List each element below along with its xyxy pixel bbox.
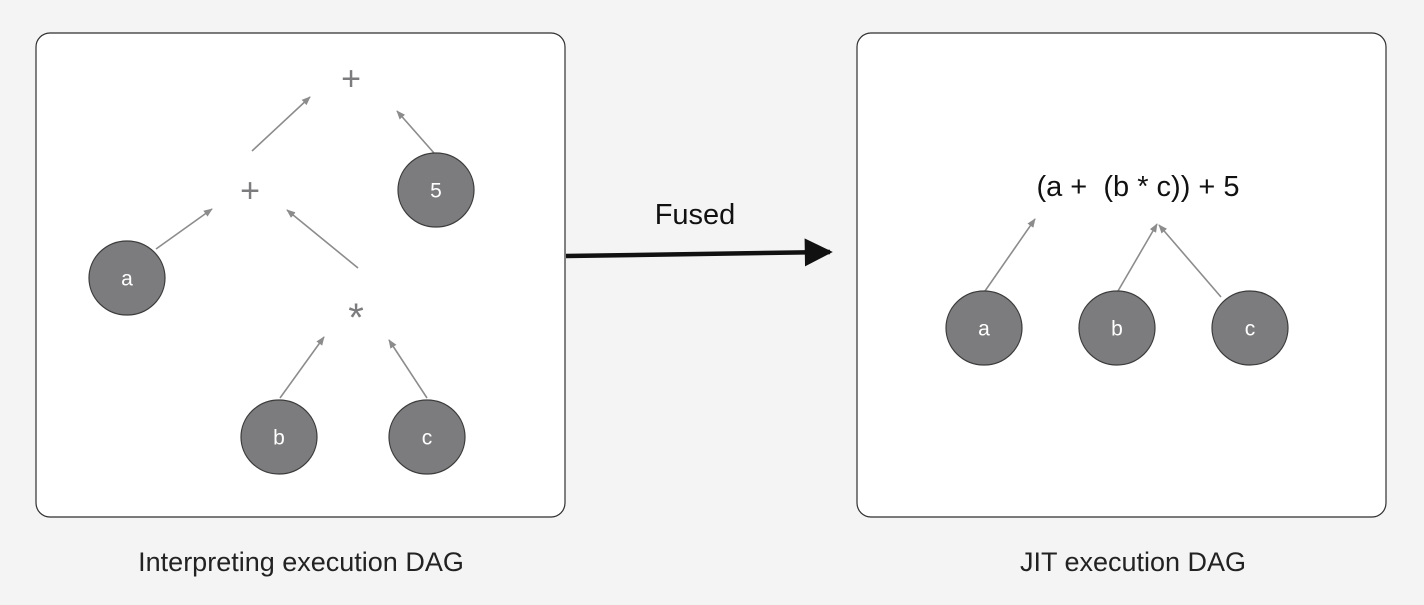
operator-plus-middle: + [240,172,260,210]
node-five: 5 [397,152,475,228]
fused-expression: (a + (b * c)) + 5 [1036,171,1239,203]
node-b-right: b [1078,290,1156,366]
node-b-left: b [240,399,318,475]
node-c-right-label: c [1245,318,1256,341]
fused-transform: Fused [565,199,833,267]
node-a-left-label: a [121,268,133,291]
node-c-left-label: c [422,427,433,450]
node-b-left-label: b [273,427,285,450]
operator-plus-top: + [341,60,361,98]
node-five-label: 5 [430,180,442,203]
edge-multiply-to-midplus [286,209,359,269]
left-caption: Interpreting execution DAG [138,547,464,577]
node-c-right: c [1211,290,1289,366]
edge-b-to-expression [1117,223,1158,292]
edge-a-to-expression [984,218,1036,292]
edge-five-to-topplus [396,110,435,154]
right-caption: JIT execution DAG [1020,547,1246,577]
node-a-right: a [945,290,1023,366]
fused-label: Fused [655,199,736,231]
edge-c-to-multiply [388,339,428,399]
edge-b-to-multiply [279,336,325,399]
node-b-right-label: b [1111,318,1123,341]
node-c-left: c [388,399,466,475]
node-a-right-label: a [978,318,990,341]
node-a-left: a [88,240,166,316]
operator-multiply: * [348,296,364,340]
fused-arrow [565,238,833,267]
right-panel-frame [856,32,1387,518]
edge-a-to-midplus [155,208,213,250]
edge-midplus-to-topplus [251,96,311,152]
interpreting-dag-panel: + + * 5 a b c [35,32,566,518]
jit-dag-panel: (a + (b * c)) + 5 a b c [856,32,1387,518]
edge-c-to-expression [1158,224,1222,298]
